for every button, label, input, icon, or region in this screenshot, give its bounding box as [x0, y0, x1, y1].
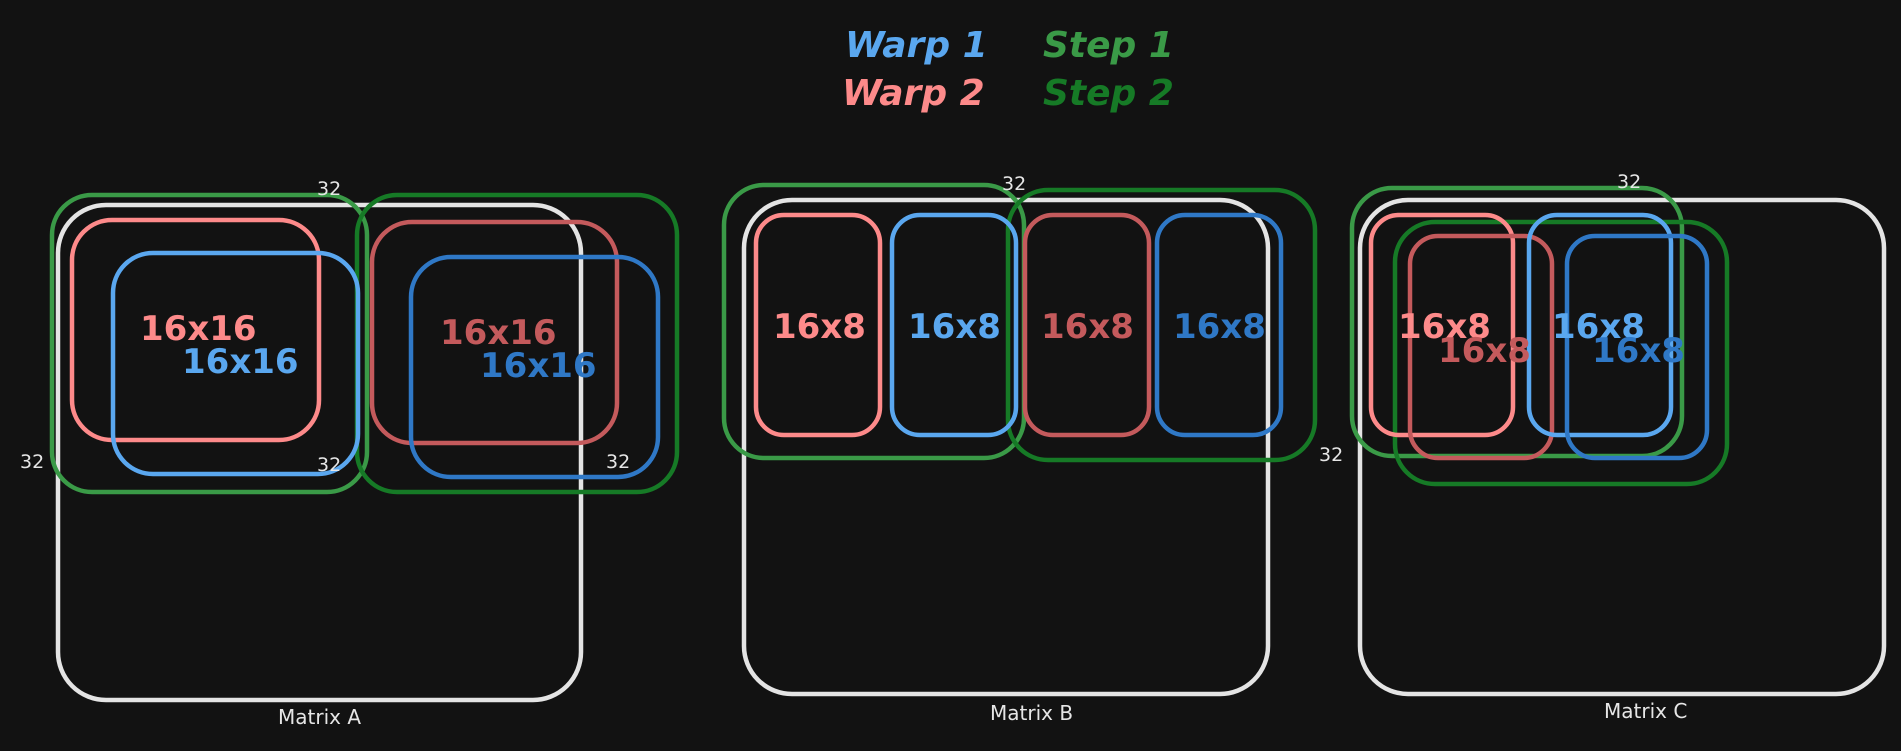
- matrix-a-warp-2-step-1-label: 16x16: [140, 309, 257, 349]
- matrix-b-warp-1-step-1-label: 16x8: [908, 307, 1001, 347]
- matrix-c-warp-2-step-2-tile: [1407, 233, 1555, 461]
- legend-step-1: Step 1: [1043, 25, 1174, 66]
- matrix-a-dim-top: 32: [317, 178, 341, 200]
- matrix-b-warp-2-step-2-tile: [1022, 212, 1152, 438]
- matrix-b-outline: [741, 197, 1271, 697]
- matrix-b-warp-1-step-1-tile: [889, 212, 1019, 438]
- matrix-c-label: Matrix C: [1604, 699, 1687, 723]
- matrix-a-warp-2-step-1-tile: [69, 217, 322, 443]
- matrix-a-step-1-region: [49, 192, 370, 495]
- matrix-a-dim-step-2-corner: 32: [606, 451, 630, 473]
- matrix-b-dim-top: 32: [1002, 173, 1026, 195]
- matrix-c-warp-2-step-1-tile: [1368, 212, 1516, 438]
- matrix-a-dim-step-1-corner: 32: [317, 454, 341, 476]
- matrix-a-outline: [55, 202, 584, 703]
- matrix-b-warp-1-step-2-tile: [1154, 212, 1284, 438]
- matrix-a-warp-2-step-2-label: 16x16: [440, 313, 557, 353]
- matrix-c-dim-left: 32: [1319, 444, 1343, 466]
- matrix-c-warp-2-step-2-label: 16x8: [1438, 331, 1531, 371]
- matrix-b-warp-2-step-2-label: 16x8: [1041, 307, 1134, 347]
- matrix-b-warp-2-step-1-label: 16x8: [773, 307, 866, 347]
- matrix-c-step-2-region: [1392, 219, 1730, 487]
- matrix-a-warp-1-step-2-tile: [408, 254, 661, 480]
- matrix-c-dim-top: 32: [1617, 171, 1641, 193]
- matrix-b: 16x8 16x8 16x8 16x8 32 Matrix B: [721, 173, 1318, 725]
- matrix-c-outline: [1357, 197, 1887, 697]
- matrix-a: 16x16 16x16 16x16 16x16 32 32 32 32 Matr…: [20, 178, 680, 729]
- legend-warp-1: Warp 1: [845, 25, 988, 66]
- matrix-c-warp-1-step-1-label: 16x8: [1552, 307, 1645, 347]
- matrix-c: 16x8 16x8 16x8 16x8 32 32 Matrix C: [1319, 171, 1887, 723]
- matrix-a-warp-1-step-1-tile: [110, 250, 361, 477]
- matrix-b-warp-2-step-1-tile: [753, 212, 883, 438]
- legend-step-2: Step 2: [1043, 73, 1174, 114]
- matrix-c-warp-1-step-1-tile: [1526, 212, 1674, 438]
- matrix-a-warp-2-step-2-tile: [369, 219, 620, 446]
- matrix-b-warp-1-step-2-label: 16x8: [1173, 307, 1266, 347]
- matrix-c-warp-1-step-2-label: 16x8: [1592, 331, 1685, 371]
- matrix-a-label: Matrix A: [278, 705, 361, 729]
- legend: Warp 1 Warp 2 Step 1 Step 2: [842, 25, 1174, 114]
- matrix-b-step-2-region: [1005, 187, 1318, 463]
- matrix-a-dim-left: 32: [20, 451, 44, 473]
- matrix-c-warp-1-step-2-tile: [1564, 233, 1710, 461]
- matrix-b-label: Matrix B: [990, 701, 1073, 725]
- matrix-a-warp-1-step-2-label: 16x16: [480, 346, 597, 386]
- matrix-c-warp-2-step-1-label: 16x8: [1398, 307, 1491, 347]
- legend-warp-2: Warp 2: [842, 73, 985, 114]
- matrix-a-warp-1-step-1-label: 16x16: [182, 342, 299, 382]
